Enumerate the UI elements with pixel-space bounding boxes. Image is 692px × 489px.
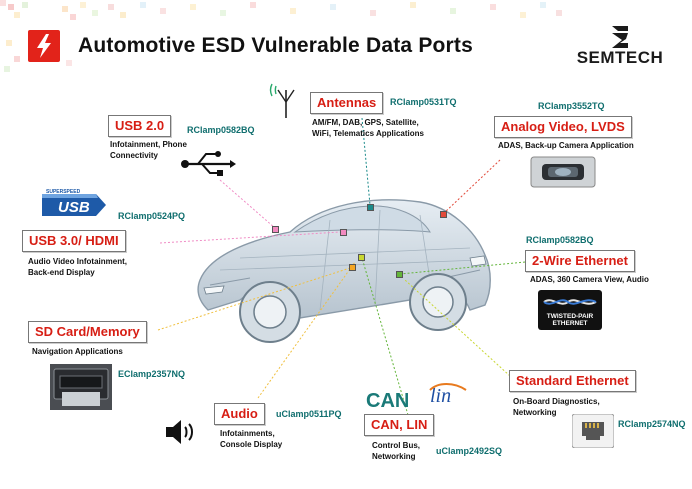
logo-text: SEMTECH <box>576 48 664 67</box>
lin-logo-text: lin <box>430 385 451 407</box>
usb-badge-main-text: USB <box>58 199 90 216</box>
usb2-desc-line2: Connectivity <box>110 151 159 160</box>
usb2-part-number: RClamp0582BQ <box>187 125 255 135</box>
antennas-desc-line2: WiFi, Telematics Applications <box>312 129 424 138</box>
std-ethernet-desc-line2: Networking <box>513 408 557 417</box>
can-lin-desc-line1: Control Bus, <box>372 441 420 450</box>
usb-badge-icon: SUPERSPEED USB <box>42 189 106 216</box>
can-port-marker <box>358 254 365 261</box>
analog-video-desc: ADAS, Back-up Camera Application <box>498 141 634 150</box>
sd-port-marker <box>349 264 356 271</box>
usb3-desc-line2: Back-end Display <box>28 268 95 277</box>
antennas-part-number: RClamp0531TQ <box>390 97 457 107</box>
usb-badge-top-text: SUPERSPEED <box>46 189 81 195</box>
audio-desc-line2: Console Display <box>220 440 283 449</box>
usb3-label: USB 3.0/ HDMI <box>22 230 126 252</box>
usb-trident-icon <box>181 151 236 176</box>
audio-desc-line1: Infotainments, <box>220 429 275 438</box>
ethernet2-port-marker <box>396 271 403 278</box>
semtech-logo: SEMTECH <box>560 24 680 70</box>
analog-video-part-number: RClamp3552TQ <box>538 101 605 111</box>
analog-video-port-marker <box>440 211 447 218</box>
semtech-logo-mark <box>612 26 628 48</box>
lin-logo-icon: lin <box>429 383 467 407</box>
audio-part-number: uClamp0511PQ <box>276 409 342 419</box>
can-logo-icon: CAN <box>366 390 409 412</box>
car-wireframe-illustration <box>197 199 491 343</box>
camera-icon <box>530 156 596 188</box>
can-logo-text: CAN <box>366 390 409 412</box>
ethernet2-part-number: RClamp0582BQ <box>526 235 594 245</box>
speaker-icon <box>166 420 193 444</box>
twisted-pair-badge-line2: ETHERNET <box>552 320 587 327</box>
header-pixel-pattern <box>0 0 562 72</box>
antenna-icon <box>269 83 295 118</box>
antenna-port-marker <box>367 204 374 211</box>
page-title: Automotive ESD Vulnerable Data Ports <box>78 34 474 57</box>
analog-video-label: Analog Video, LVDS <box>494 116 632 138</box>
usb2-port-marker <box>272 226 279 233</box>
usb2-label: USB 2.0 <box>108 115 172 137</box>
std-ethernet-part-number: RClamp2574NQ <box>618 419 686 429</box>
ethernet2-label: 2-Wire Ethernet <box>525 250 635 272</box>
can-lin-part-number: uClamp2492SQ <box>436 446 503 456</box>
antennas-label: Antennas <box>310 92 384 114</box>
usb3-port-marker <box>340 229 347 236</box>
can-lin-label: CAN, LIN <box>364 414 435 436</box>
sd-desc: Navigation Applications <box>32 347 123 356</box>
ethernet-jack-icon <box>572 414 614 448</box>
audio-label: Audio <box>214 403 265 425</box>
twisted-pair-badge-icon: TWISTED-PAIR ETHERNET <box>538 290 602 330</box>
usb3-desc-line1: Audio Video Infotainment, <box>28 257 127 266</box>
sd-label: SD Card/Memory <box>28 321 147 343</box>
antennas-desc-line1: AM/FM, DAB, GPS, Satellite, <box>312 118 419 127</box>
lightning-bolt-icon <box>28 30 60 62</box>
usb2-desc-line1: Infotainment, Phone <box>110 140 187 149</box>
std-ethernet-label: Standard Ethernet <box>509 370 636 392</box>
sd-part-number: EClamp2357NQ <box>118 369 186 379</box>
sd-card-slot-icon <box>50 364 112 410</box>
can-lin-desc-line2: Networking <box>372 452 416 461</box>
usb3-part-number: RClamp0524PQ <box>118 211 186 221</box>
twisted-pair-badge-line1: TWISTED-PAIR <box>547 313 594 320</box>
std-ethernet-desc-line1: On-Board Diagnostics, <box>513 397 600 406</box>
ethernet2-desc: ADAS, 360 Camera View, Audio <box>530 275 649 284</box>
